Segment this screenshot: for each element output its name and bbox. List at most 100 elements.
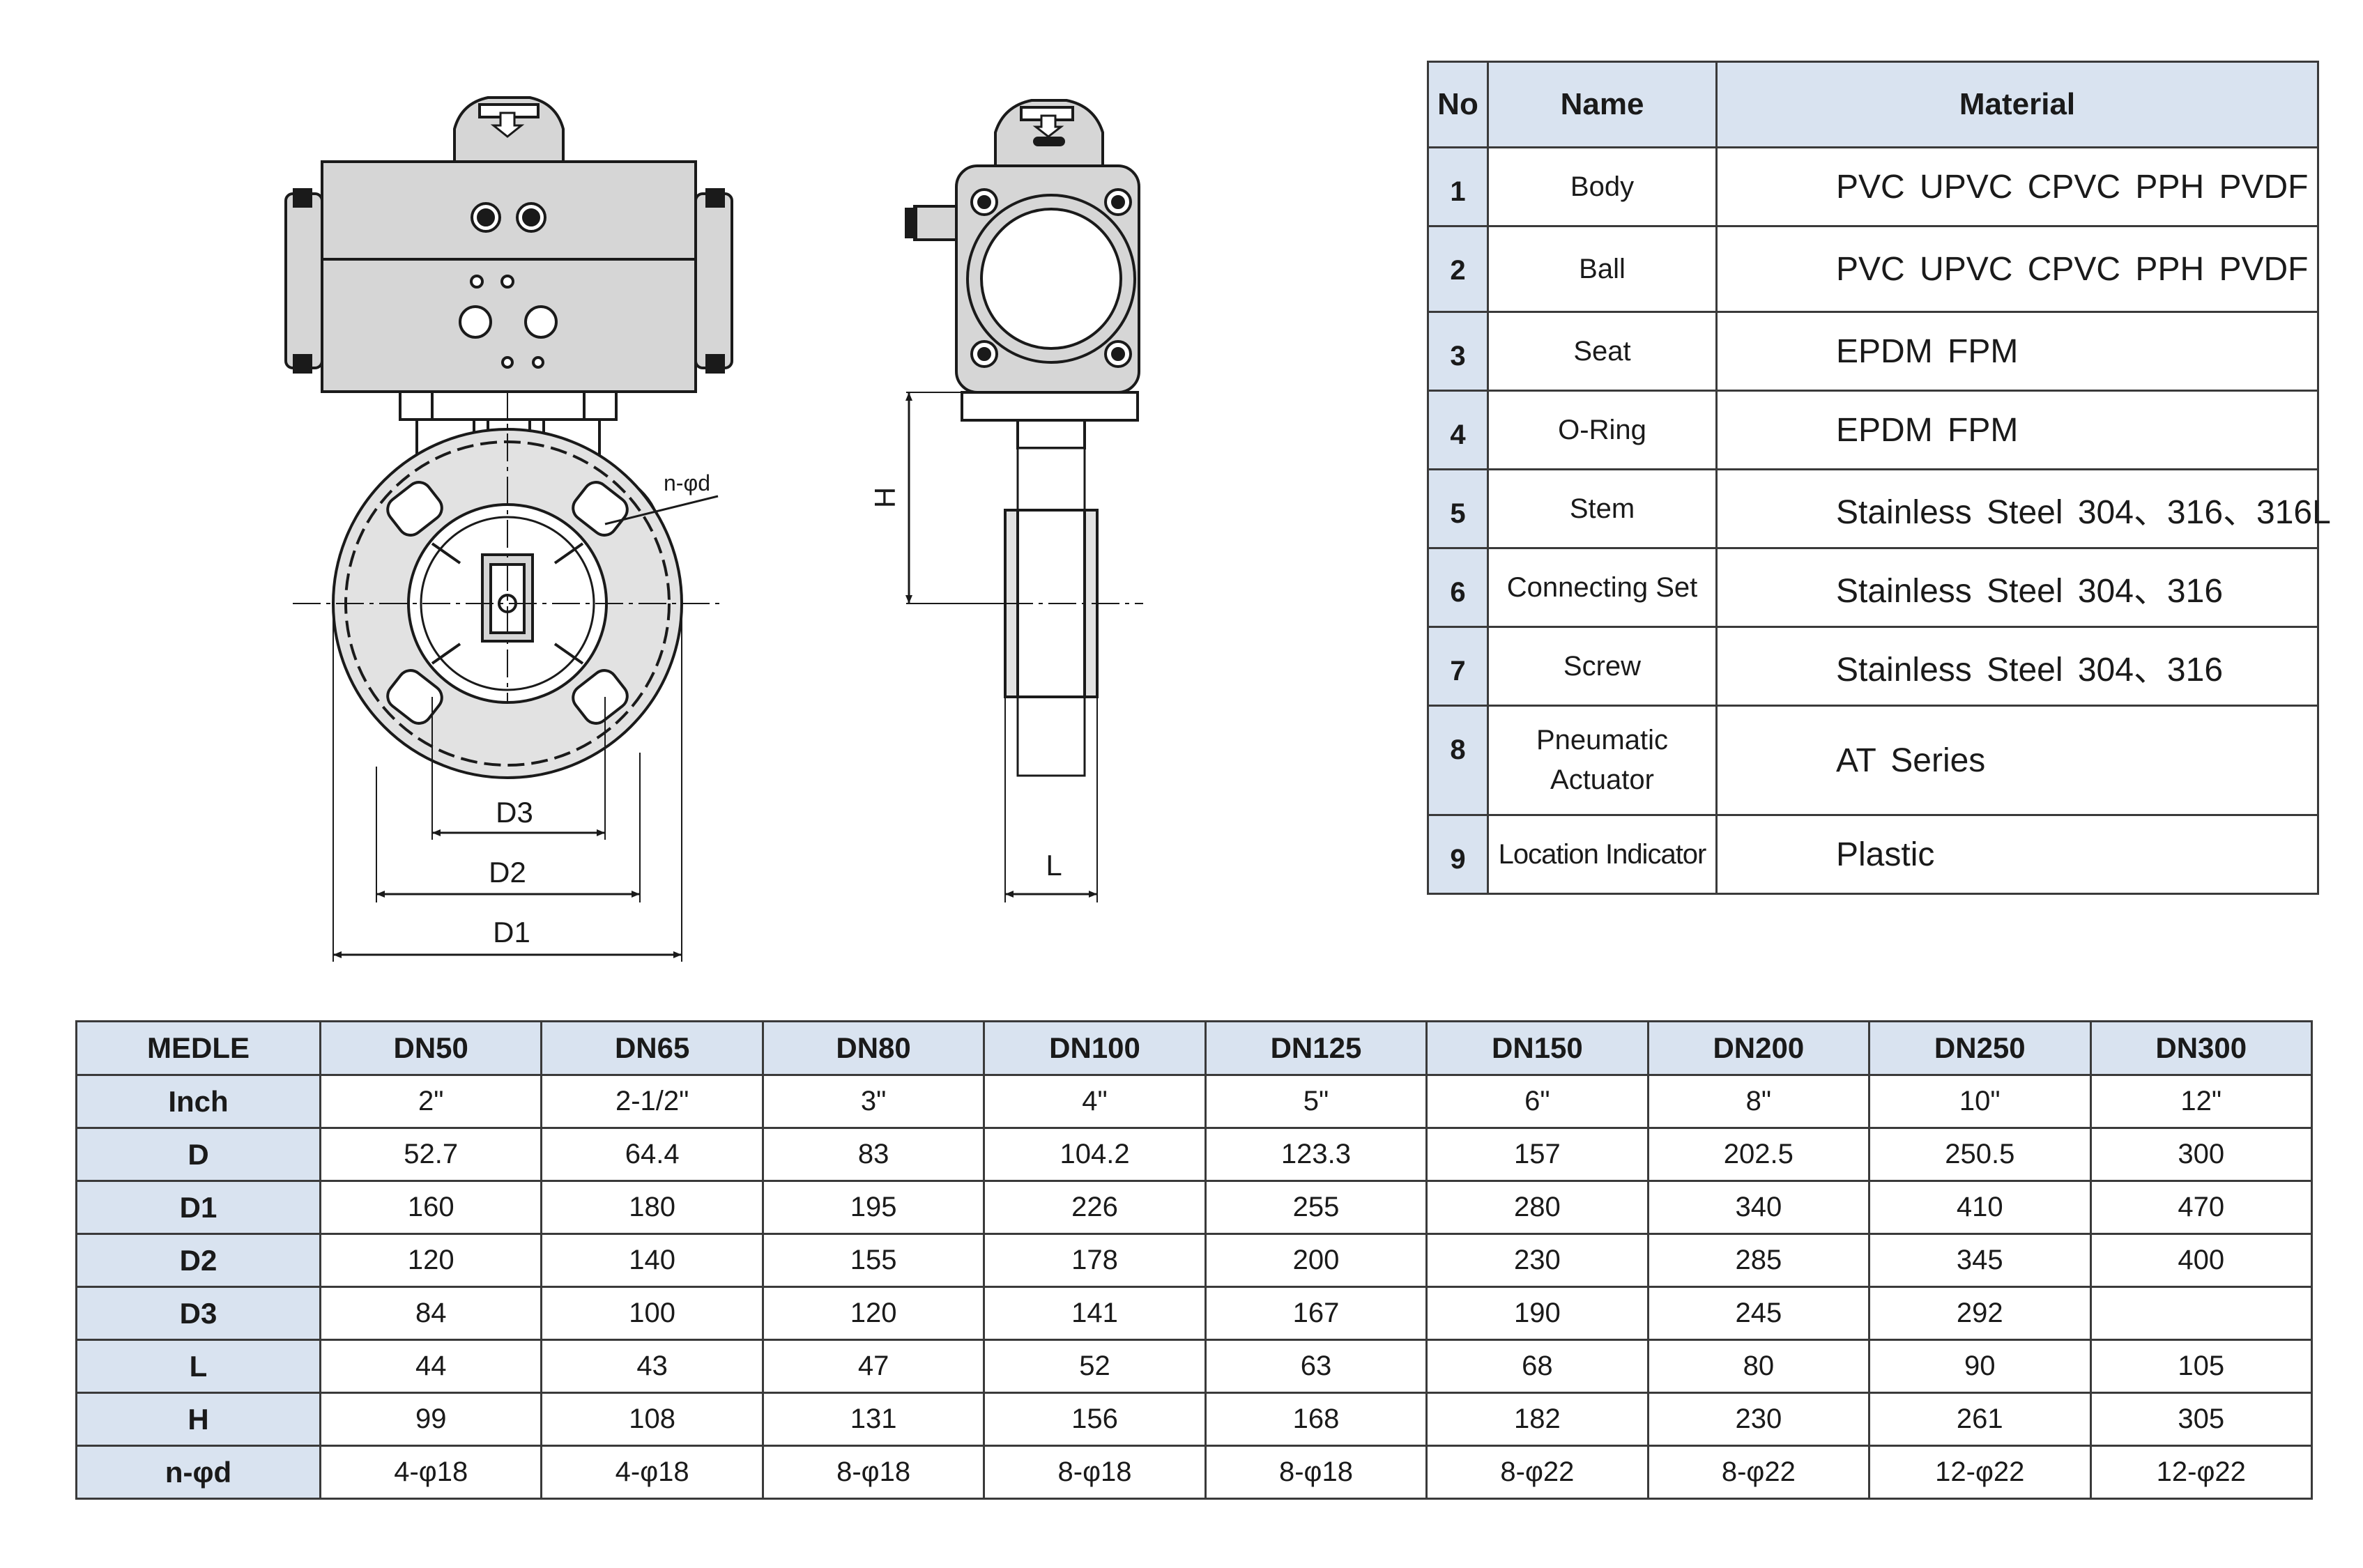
material-row: 5 Stem Stainless Steel 304、316、316L — [1427, 468, 2331, 549]
label-d2: D2 — [489, 856, 526, 889]
corner-label: MEDLE — [75, 1020, 321, 1076]
part-material: Plastic — [1715, 814, 2319, 895]
dimension-cell: 345 — [1868, 1233, 2092, 1288]
part-no: 1 — [1427, 146, 1489, 227]
dimensions-table: MEDLE DN50 DN65 DN80 DN100 DN125 DN150 D… — [75, 1020, 2313, 1500]
dimension-cell: 10" — [1868, 1074, 2092, 1129]
dimension-cell: 167 — [1204, 1286, 1428, 1341]
label-d3: D3 — [496, 796, 533, 829]
side-location-indicator — [994, 99, 1104, 167]
row-label: Inch — [75, 1074, 321, 1129]
dimension-cell: 195 — [761, 1180, 986, 1235]
dimension-cell: 99 — [319, 1392, 543, 1447]
row-label: L — [75, 1339, 321, 1394]
dimension-cell: 68 — [1425, 1339, 1649, 1394]
dimension-cell: 261 — [1868, 1392, 2092, 1447]
material-table-header: No Name Material — [1427, 61, 2319, 148]
part-no: 4 — [1427, 390, 1489, 470]
dimension-cell: 6" — [1425, 1074, 1649, 1129]
row-label: D2 — [75, 1233, 321, 1288]
part-name: Stem — [1487, 468, 1718, 549]
dimension-cell: 410 — [1868, 1180, 2092, 1235]
material-row: 2 Ball PVC UPVC CPVC PPH PVDF — [1427, 225, 2319, 313]
dimension-cell: 83 — [761, 1127, 986, 1182]
column-header: DN150 — [1425, 1020, 1649, 1076]
dimension-cell: 280 — [1425, 1180, 1649, 1235]
material-row: 7 Screw Stainless Steel 304、316 — [1427, 626, 2319, 707]
dimension-cell: 202.5 — [1646, 1127, 1871, 1182]
dimension-cell: 44 — [319, 1339, 543, 1394]
dimension-cell: 120 — [761, 1286, 986, 1341]
part-material: EPDM FPM — [1715, 390, 2319, 470]
part-no: 6 — [1427, 547, 1489, 628]
dimension-cell: 255 — [1204, 1180, 1428, 1235]
dimension-cell: 84 — [319, 1286, 543, 1341]
row-label: D3 — [75, 1286, 321, 1341]
dimension-cell: 3" — [761, 1074, 986, 1129]
front-view — [284, 96, 733, 962]
dimension-cell: 2-1/2" — [540, 1074, 764, 1129]
dimension-cell: 340 — [1646, 1180, 1871, 1235]
row-label: D1 — [75, 1180, 321, 1235]
part-material: Stainless Steel 304、316、316L — [1715, 468, 2331, 549]
part-no: 9 — [1427, 814, 1489, 895]
part-name: O-Ring — [1487, 390, 1718, 470]
dimension-cell: 80 — [1646, 1339, 1871, 1394]
dimension-cell: 300 — [2089, 1127, 2313, 1182]
dimension-cell: 140 — [540, 1233, 764, 1288]
row-label: n-φd — [75, 1445, 321, 1500]
dimension-cell: 4-φ18 — [319, 1445, 543, 1500]
dimension-cell: 43 — [540, 1339, 764, 1394]
header-no: No — [1427, 61, 1489, 148]
dimension-cell: 178 — [983, 1233, 1207, 1288]
dimension-cell: 108 — [540, 1392, 764, 1447]
dimension-cell: 64.4 — [540, 1127, 764, 1182]
dimension-cell: 8-φ18 — [983, 1445, 1207, 1500]
part-no: 8 — [1427, 705, 1489, 816]
dimension-cell: 63 — [1204, 1339, 1428, 1394]
dimension-cell: 180 — [540, 1180, 764, 1235]
column-header: DN250 — [1868, 1020, 2092, 1076]
column-header: DN200 — [1646, 1020, 1871, 1076]
material-row: 4 O-Ring EPDM FPM — [1427, 390, 2319, 470]
dimension-cell: 156 — [983, 1392, 1207, 1447]
dimension-cell: 305 — [2089, 1392, 2313, 1447]
part-material: Stainless Steel 304、316 — [1715, 626, 2319, 707]
part-name: Seat — [1487, 311, 1718, 392]
part-material: EPDM FPM — [1715, 311, 2319, 392]
part-name: Screw — [1487, 626, 1718, 707]
part-name: Location Indicator — [1487, 814, 1718, 895]
pneumatic-actuator — [284, 160, 733, 393]
dimension-cell: 100 — [540, 1286, 764, 1341]
part-name: Ball — [1487, 225, 1718, 313]
material-row: 8 Pneumatic Actuator AT Series — [1427, 705, 2319, 816]
row-label: D — [75, 1127, 321, 1182]
dimensions-header-row: MEDLE DN50 DN65 DN80 DN100 DN125 DN150 D… — [75, 1020, 2313, 1076]
dimension-cell: 157 — [1425, 1127, 1649, 1182]
dimension-cell: 292 — [1868, 1286, 2092, 1341]
dimension-cell — [2089, 1286, 2313, 1341]
column-header: DN125 — [1204, 1020, 1428, 1076]
part-material: Stainless Steel 304、316 — [1715, 547, 2319, 628]
part-no: 2 — [1427, 225, 1489, 313]
dimension-cell: 285 — [1646, 1233, 1871, 1288]
header-material: Material — [1715, 61, 2319, 148]
dimension-cell: 8-φ22 — [1425, 1445, 1649, 1500]
dimension-cell: 250.5 — [1868, 1127, 2092, 1182]
valve-drawing: n-φd D3 D2 D1 — [284, 96, 1143, 962]
part-name: Body — [1487, 146, 1718, 227]
dimension-cell: 4" — [983, 1074, 1207, 1129]
dimension-cell: 230 — [1425, 1233, 1649, 1288]
dimension-cell: 2" — [319, 1074, 543, 1129]
dimension-cell: 8-φ18 — [1204, 1445, 1428, 1500]
dimension-cell: 168 — [1204, 1392, 1428, 1447]
dimension-cell: 52.7 — [319, 1127, 543, 1182]
